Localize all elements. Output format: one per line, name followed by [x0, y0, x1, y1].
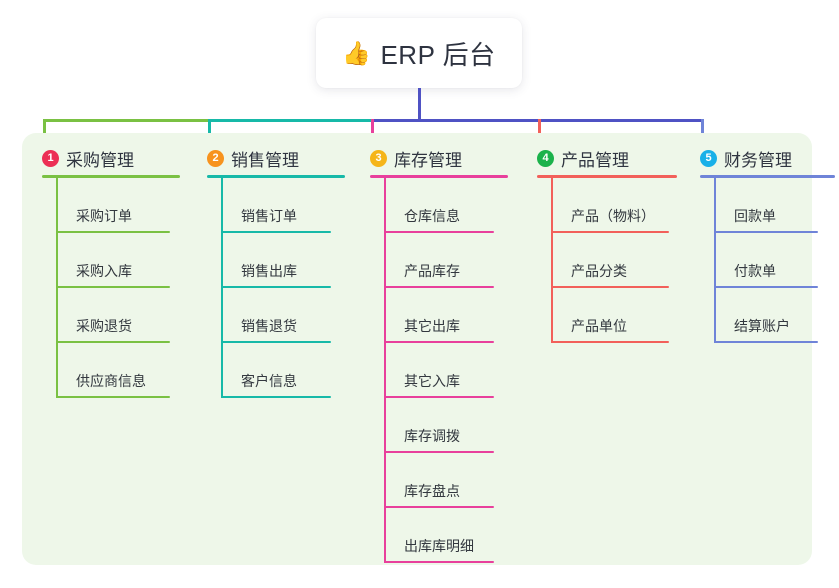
leaf-label: 客户信息	[241, 373, 297, 389]
column-title-5: 财务管理	[724, 151, 792, 170]
column-spine-4	[551, 178, 553, 343]
leaf-rule	[714, 286, 818, 288]
column-header-3[interactable]: 3 库存管理	[370, 146, 462, 171]
list-item[interactable]: 回款单	[714, 178, 818, 233]
list-item[interactable]: 供应商信息	[56, 343, 170, 398]
leaf-label: 其它出库	[404, 318, 460, 334]
list-item[interactable]: 库存调拨	[384, 398, 494, 453]
list-item[interactable]: 出库库明细	[384, 508, 494, 563]
leaf-label: 销售出库	[241, 263, 297, 279]
leaf-label: 付款单	[734, 263, 776, 279]
leaf-rule	[56, 231, 170, 233]
column-badge-1: 1	[42, 150, 59, 167]
leaf-label: 回款单	[734, 208, 776, 224]
leaf-label: 仓库信息	[404, 208, 460, 224]
column-spine-1	[56, 178, 58, 398]
leaf-label: 销售订单	[241, 208, 297, 224]
column-rule-1	[42, 175, 180, 178]
list-item[interactable]: 其它入库	[384, 343, 494, 398]
leaf-label: 出库库明细	[404, 538, 474, 554]
list-item[interactable]: 其它出库	[384, 288, 494, 343]
leaf-label: 销售退货	[241, 318, 297, 334]
list-item[interactable]: 结算账户	[714, 288, 818, 343]
column-header-4[interactable]: 4 产品管理	[537, 146, 629, 171]
column-rule-3	[370, 175, 508, 178]
column-rule-4	[537, 175, 677, 178]
leaf-label: 产品库存	[404, 263, 460, 279]
leaf-rule	[551, 286, 669, 288]
list-item[interactable]: 仓库信息	[384, 178, 494, 233]
root-title-text: ERP 后台	[380, 39, 496, 70]
leaf-label: 采购订单	[76, 208, 132, 224]
list-item[interactable]: 库存盘点	[384, 453, 494, 508]
leaf-rule	[221, 341, 331, 343]
column-title-2: 销售管理	[231, 151, 299, 170]
column-title-3: 库存管理	[394, 151, 462, 170]
leaf-rule	[384, 231, 494, 233]
column-badge-2: 2	[207, 150, 224, 167]
list-item[interactable]: 销售订单	[221, 178, 331, 233]
tree-board: 1 采购管理采购订单采购入库采购退货供应商信息 2 销售管理销售订单销售出库销售退货客…	[22, 133, 835, 565]
column-header-2[interactable]: 2 销售管理	[207, 146, 299, 171]
leaf-rule	[384, 561, 494, 563]
leaf-rule	[56, 396, 170, 398]
column-badge-4: 4	[537, 150, 554, 167]
list-item[interactable]: 销售退货	[221, 288, 331, 343]
leaf-rule	[56, 341, 170, 343]
bus-segment-mid	[208, 119, 373, 122]
leaf-rule	[221, 286, 331, 288]
column-badge-3: 3	[370, 150, 387, 167]
list-item[interactable]: 产品库存	[384, 233, 494, 288]
leaf-rule	[221, 231, 331, 233]
bus-segment-left	[43, 119, 210, 122]
leaf-rule	[551, 231, 669, 233]
root-stem	[418, 88, 421, 122]
leaf-rule	[384, 396, 494, 398]
page-title: 👍 ERP 后台	[342, 35, 495, 72]
list-item[interactable]: 产品（物料）	[551, 178, 669, 233]
leaf-label: 结算账户	[734, 318, 790, 334]
list-item[interactable]: 客户信息	[221, 343, 331, 398]
leaf-label: 产品（物料）	[571, 208, 655, 224]
leaf-rule	[714, 231, 818, 233]
leaf-rule	[384, 506, 494, 508]
leaf-label: 库存盘点	[404, 483, 460, 499]
leaf-label: 库存调拨	[404, 428, 460, 444]
leaf-label: 采购退货	[76, 318, 132, 334]
leaf-rule	[221, 396, 331, 398]
list-item[interactable]: 采购订单	[56, 178, 170, 233]
leaf-rule	[384, 341, 494, 343]
column-spine-3	[384, 178, 386, 563]
leaf-label: 其它入库	[404, 373, 460, 389]
column-header-5[interactable]: 5 财务管理	[700, 146, 792, 171]
list-item[interactable]: 采购入库	[56, 233, 170, 288]
column-header-1[interactable]: 1 采购管理	[42, 146, 134, 171]
list-item[interactable]: 采购退货	[56, 288, 170, 343]
root-node-card[interactable]: 👍 ERP 后台	[316, 18, 522, 88]
column-spine-5	[714, 178, 716, 343]
column-title-4: 产品管理	[561, 151, 629, 170]
leaf-rule	[384, 286, 494, 288]
bus-segment-right	[371, 119, 704, 122]
list-item[interactable]: 产品单位	[551, 288, 669, 343]
column-rule-5	[700, 175, 835, 178]
list-item[interactable]: 付款单	[714, 233, 818, 288]
column-spine-2	[221, 178, 223, 398]
leaf-rule	[384, 451, 494, 453]
leaf-label: 产品分类	[571, 263, 627, 279]
leaf-rule	[56, 286, 170, 288]
list-item[interactable]: 产品分类	[551, 233, 669, 288]
column-badge-5: 5	[700, 150, 717, 167]
thumbs-up-icon: 👍	[342, 39, 372, 66]
leaf-rule	[714, 341, 818, 343]
column-title-1: 采购管理	[66, 151, 134, 170]
list-item[interactable]: 销售出库	[221, 233, 331, 288]
leaf-label: 采购入库	[76, 263, 132, 279]
leaf-rule	[551, 341, 669, 343]
leaf-label: 供应商信息	[76, 373, 146, 389]
leaf-label: 产品单位	[571, 318, 627, 334]
column-rule-2	[207, 175, 345, 178]
